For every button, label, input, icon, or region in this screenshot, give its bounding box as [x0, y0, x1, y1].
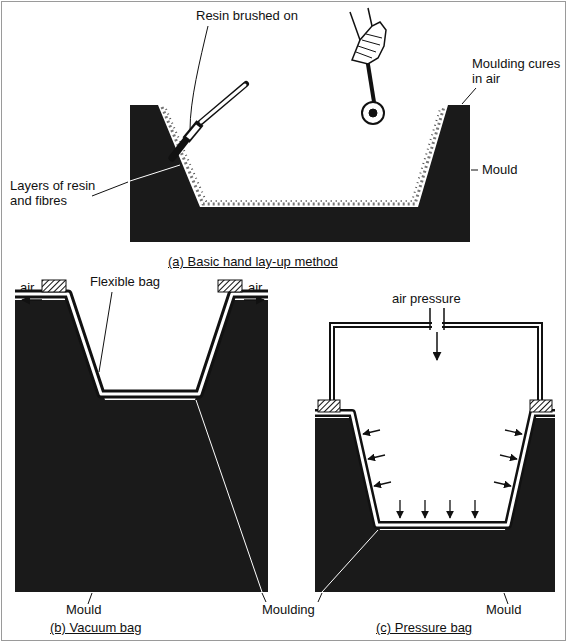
clamp: [318, 400, 340, 412]
label-text: Layers of resin and fibres: [10, 178, 106, 208]
hand-layup: [92, 8, 478, 242]
label-text: air pressure: [392, 291, 492, 306]
resin-layers: [166, 109, 440, 201]
bag: [315, 413, 555, 525]
clamp: [42, 280, 66, 292]
label-text: Mould: [66, 602, 126, 617]
roller: [350, 8, 386, 124]
label-text: air: [248, 280, 278, 295]
mould: [315, 418, 555, 592]
pressure-hood: [332, 325, 540, 402]
air-inlet: [430, 308, 444, 330]
air-arrow: [436, 332, 438, 360]
moulding: [15, 294, 268, 394]
clamp: [218, 280, 242, 292]
label-text: Resin brushed on: [196, 8, 336, 23]
label-text: air: [20, 280, 50, 295]
label-text: Flexible bag: [90, 274, 190, 289]
brush: [172, 84, 246, 158]
caption-text: (c) Pressure bag: [376, 620, 536, 635]
pressure-arrows: [363, 430, 522, 518]
mould: [15, 300, 268, 592]
label-text: Mould: [486, 602, 546, 617]
moulding: [315, 413, 555, 525]
pressure-bag: [315, 308, 555, 592]
caption-text: (a) Basic hand lay-up method: [168, 254, 428, 269]
label-text: Moulding: [262, 602, 332, 617]
caption-text: (b) Vacuum bag: [50, 620, 210, 635]
mould: [130, 105, 470, 242]
air-arrow: [244, 299, 264, 301]
vacuum-bag: [15, 280, 268, 592]
flexible-bag: [15, 294, 268, 394]
clamp: [530, 400, 552, 412]
label-text: Moulding cures in air: [472, 56, 562, 86]
air-arrow: [22, 299, 42, 301]
label-text: Mould: [482, 162, 552, 177]
